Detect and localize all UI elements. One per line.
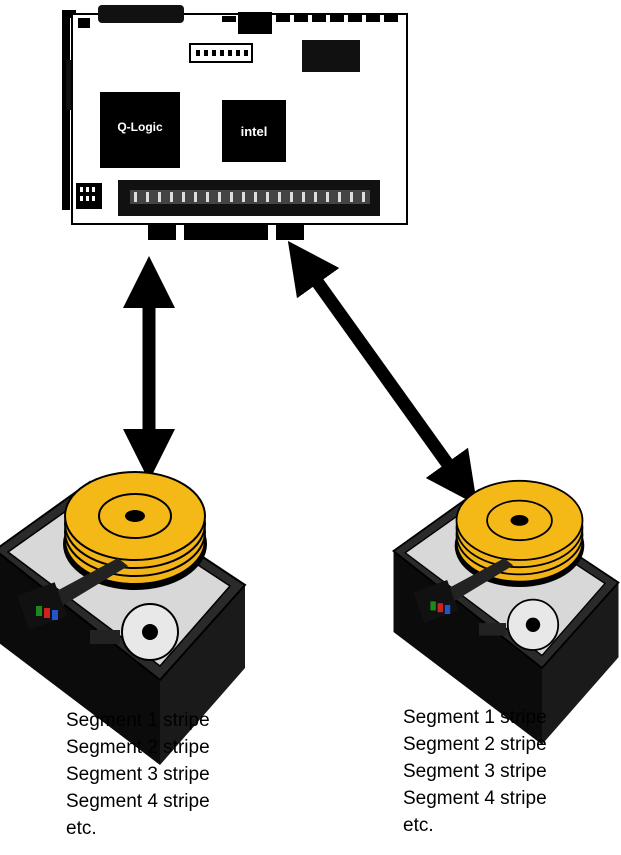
disk-left-segment-list: Segment 1 stripe Segment 2 stripe Segmen… <box>66 707 210 842</box>
segment-label: Segment 1 stripe <box>66 710 210 731</box>
intel-chip <box>222 100 286 162</box>
bidirectional-arrow-right <box>287 240 478 506</box>
intel-logo: intel <box>241 124 268 139</box>
disk-right-segment-list: Segment 1 stripe Segment 2 stripe Segmen… <box>403 704 547 839</box>
segment-label: Segment 4 stripe <box>403 788 547 809</box>
segment-label: etc. <box>66 818 97 839</box>
segment-label: Segment 3 stripe <box>403 761 547 782</box>
segment-label: Segment 4 stripe <box>66 791 210 812</box>
segment-label: etc. <box>403 815 434 836</box>
raid-controller-card: Q-Logic intel <box>62 5 408 240</box>
segment-label: Segment 2 stripe <box>403 734 547 755</box>
segment-label: Segment 2 stripe <box>66 737 210 758</box>
segment-label: Segment 1 stripe <box>403 707 547 728</box>
qlogic-chip <box>100 92 180 168</box>
segment-label: Segment 3 stripe <box>66 764 210 785</box>
qlogic-chip-label: Q-Logic <box>117 120 163 134</box>
